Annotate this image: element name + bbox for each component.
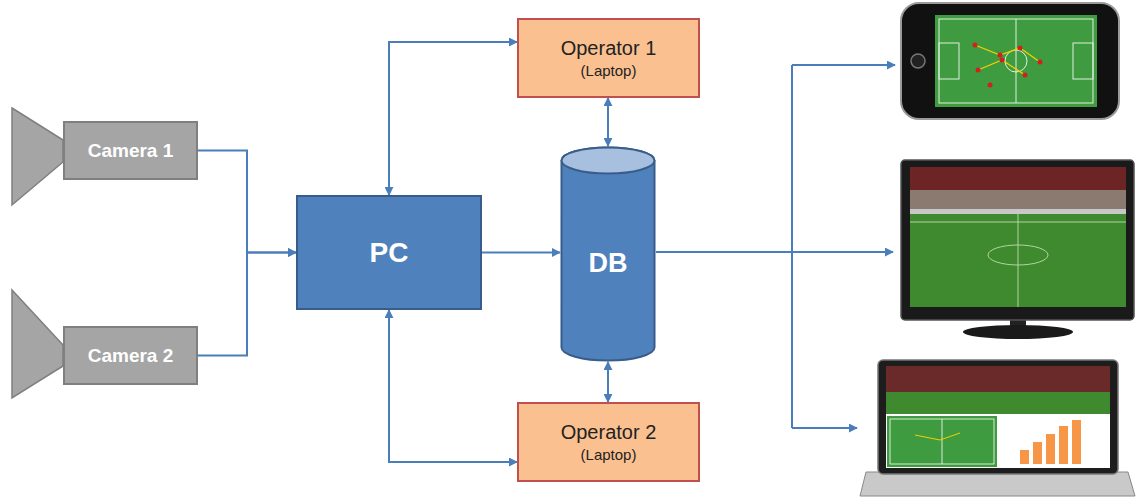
node-label: Camera 2 bbox=[88, 345, 174, 367]
connector-arrow bbox=[198, 151, 296, 253]
camera-box: Camera 1 bbox=[63, 121, 198, 180]
pc-box: PC bbox=[296, 195, 482, 310]
connector-arrow bbox=[198, 253, 296, 356]
node-label: Operator 2 bbox=[561, 421, 657, 444]
connector-arrow bbox=[607, 362, 609, 402]
node-label: PC bbox=[370, 237, 409, 269]
node-sublabel: (Laptop) bbox=[581, 62, 637, 79]
connector-arrow bbox=[482, 252, 560, 254]
node-label: DB bbox=[589, 248, 628, 279]
node-sublabel: (Laptop) bbox=[581, 446, 637, 463]
distribution-wires bbox=[656, 65, 895, 428]
database-cylinder: DB bbox=[560, 146, 656, 362]
operator-box: Operator 1 (Laptop) bbox=[517, 18, 700, 98]
node-label: Operator 1 bbox=[561, 37, 657, 60]
connector-arrow bbox=[389, 310, 517, 462]
connector-arrow bbox=[389, 42, 517, 195]
laptop-illustration bbox=[860, 360, 1135, 496]
camera-lens bbox=[12, 290, 63, 398]
phone-illustration bbox=[901, 3, 1119, 119]
operator-box: Operator 2 (Laptop) bbox=[517, 402, 700, 482]
camera-box: Camera 2 bbox=[63, 326, 198, 385]
tv-illustration bbox=[901, 160, 1134, 339]
node-label: Camera 1 bbox=[88, 140, 174, 162]
camera-lens bbox=[12, 108, 63, 205]
connector-arrow bbox=[607, 98, 609, 146]
